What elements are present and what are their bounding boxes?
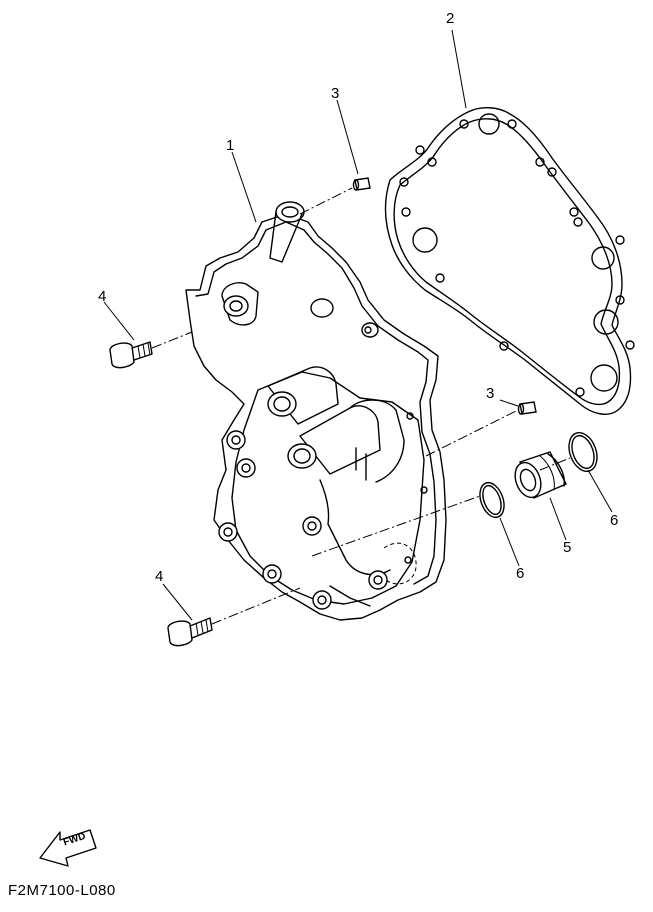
callout-6-right: 6: [610, 512, 619, 529]
callout-4-upper: 4: [98, 288, 107, 305]
callout-6-left: 6: [516, 565, 525, 582]
dowel-pin-part-3-upper: [352, 177, 371, 191]
callout-4-lower: 4: [155, 568, 164, 585]
bolt-part-4-lower: [167, 617, 213, 647]
document-code: F2M7100-L080: [8, 882, 116, 899]
gasket-part-2: [384, 107, 635, 415]
callout-5: 5: [563, 539, 572, 556]
collar-part-5: [514, 451, 567, 499]
bolt-part-4-upper: [109, 341, 153, 369]
o-ring-part-6-left: [479, 481, 505, 519]
callout-1: 1: [226, 137, 235, 154]
leader-lines: [103, 29, 613, 621]
callout-3-lower: 3: [486, 385, 495, 402]
o-ring-part-6-right: [568, 431, 598, 473]
callout-3-upper: 3: [331, 85, 340, 102]
callout-2: 2: [446, 10, 455, 27]
dowel-pin-part-3-lower: [517, 401, 537, 415]
fwd-arrow-icon: [39, 829, 97, 867]
assembly-lines: [151, 187, 571, 625]
oil-pump-cover-part-1: [185, 201, 447, 621]
